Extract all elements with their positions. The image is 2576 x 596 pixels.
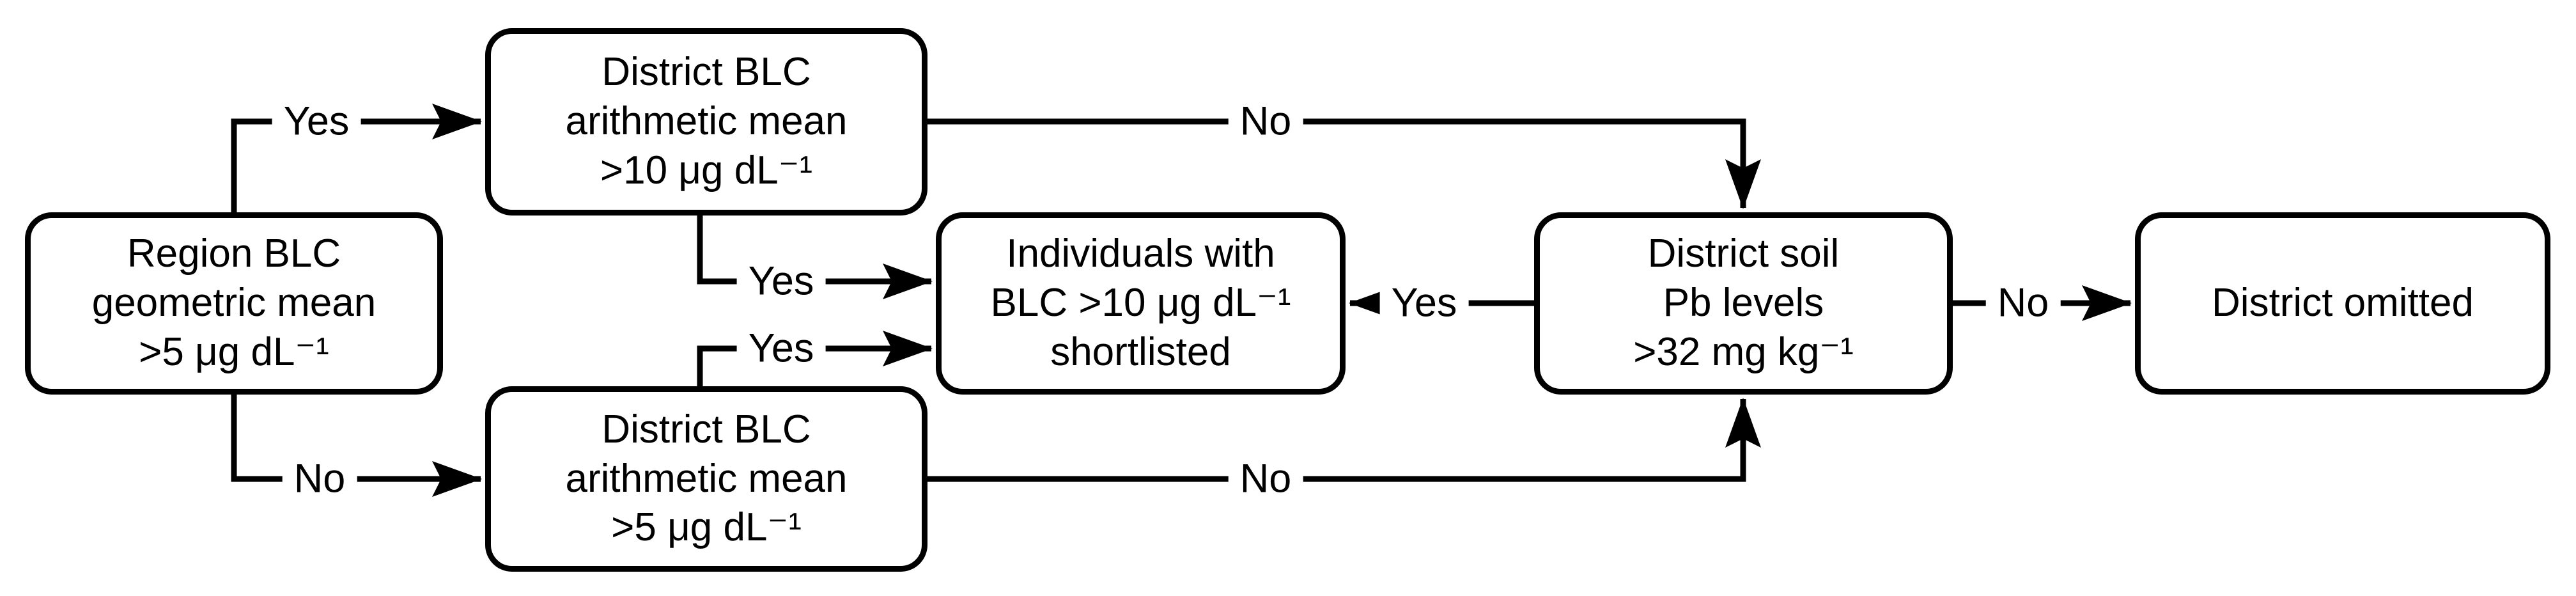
connector-district5-to-soil [927,398,1761,482]
edge-label-district5-yes: Yes [736,327,826,370]
edge-label-district10-no: No [1228,100,1303,143]
edge-label-region-yes: Yes [272,100,361,143]
connector-region-to-district5 [231,395,482,497]
connector-district10-to-individuals [697,216,933,299]
edge-label-soil-no: No [1985,281,2061,325]
connector-region-to-district10 [231,104,482,212]
node-individuals-shortlisted: Individuals with BLC >10 μg dL⁻¹ shortli… [936,212,1346,395]
node-district-omitted: District omitted [2135,212,2550,395]
edge-label-district5-no: No [1228,457,1303,501]
node-region-blc: Region BLC geometric mean >5 μg dL⁻¹ [25,212,443,395]
node-district-soil-pb: District soil Pb levels >32 mg kg⁻¹ [1534,212,1953,395]
connector-district5-to-individuals [697,331,933,386]
edge-label-soil-yes: Yes [1379,281,1469,325]
connector-district10-to-soil [927,118,1761,209]
node-district-blc-mean-10: District BLC arithmetic mean >10 μg dL⁻¹ [485,28,927,216]
edge-label-district10-yes: Yes [736,260,826,303]
node-district-blc-mean-5: District BLC arithmetic mean >5 μg dL⁻¹ [485,386,927,572]
edge-label-region-no: No [282,457,357,501]
